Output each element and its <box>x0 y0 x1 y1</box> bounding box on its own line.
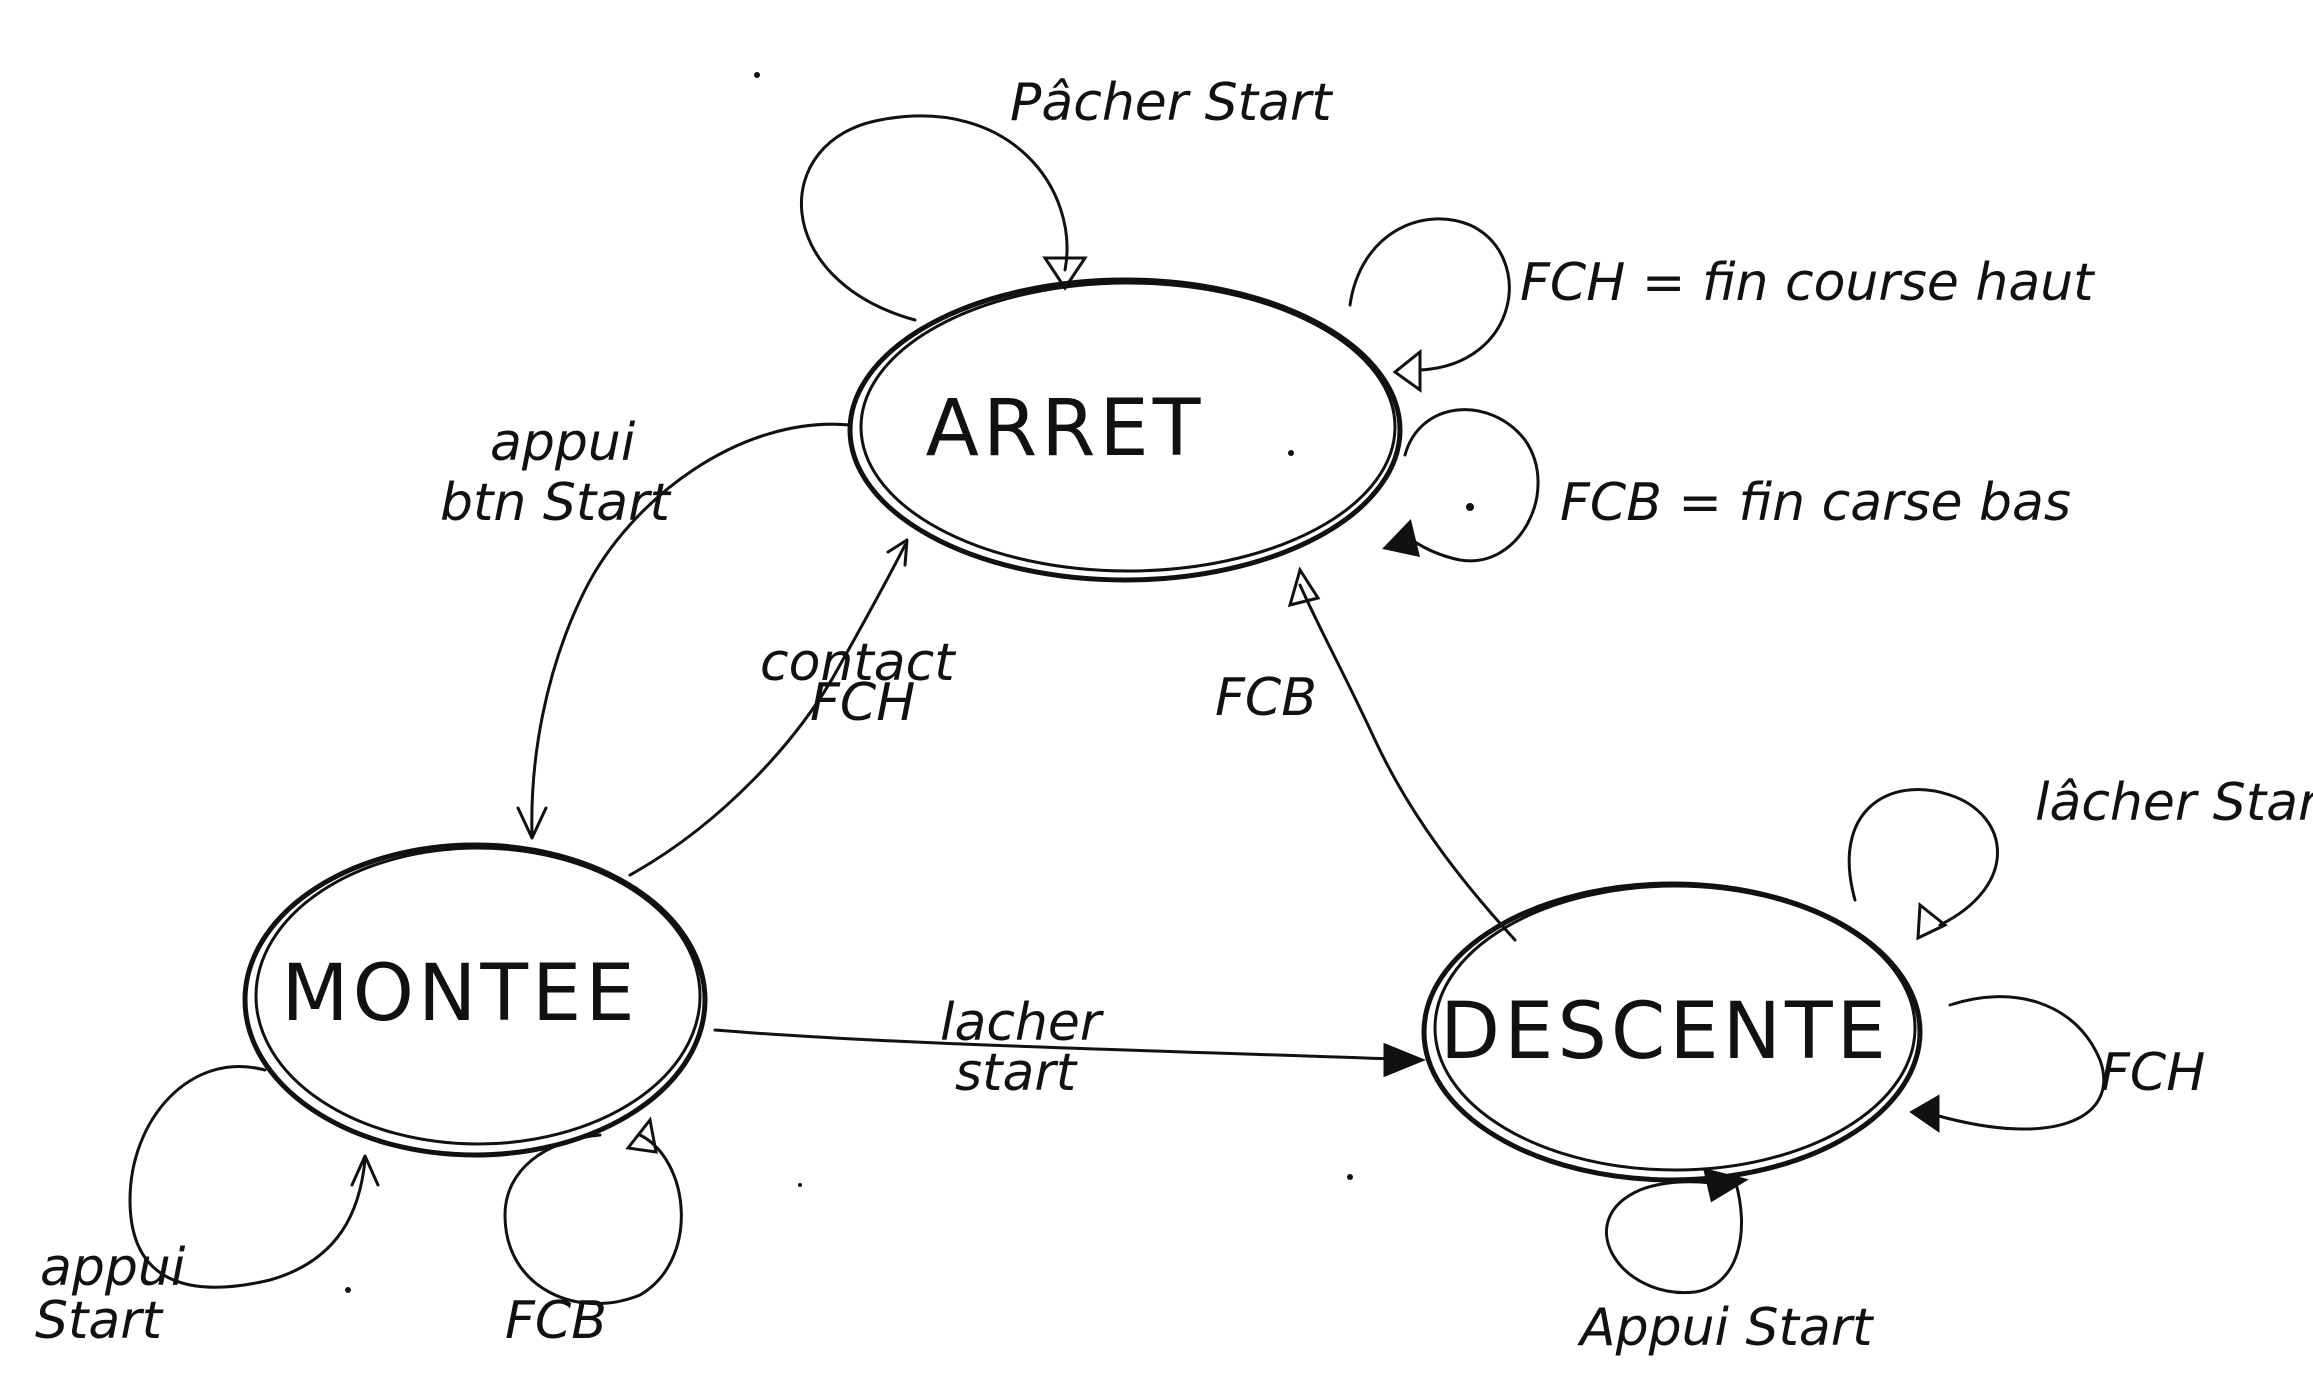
descente-self-loop-fch: FCH <box>1909 995 2205 1133</box>
montee-self-loop-fcb-curve <box>503 1133 683 1305</box>
pen-specks <box>345 72 1474 1293</box>
montee-self-loop-left: appui Start <box>35 1065 380 1351</box>
state-montee-outline <box>242 842 708 1158</box>
arret-self-loop-fcb: FCB = fin carse bas <box>1382 408 2071 563</box>
arret-self-loop-top-curve <box>799 114 1069 322</box>
speck <box>345 1287 351 1293</box>
edge-montee-to-descente-curve <box>713 1028 1422 1062</box>
edge-montee-to-descente: lacher start <box>713 993 1426 1103</box>
state-descente-outline <box>1421 881 1923 1183</box>
edge-arret-to-montee-label-1: appui <box>490 413 636 473</box>
state-montee-label: MONTEE <box>281 949 638 1039</box>
edge-montee-to-arret-arrowhead <box>886 538 909 567</box>
montee-self-loop-left-label-2: Start <box>35 1291 164 1351</box>
descente-self-loop-fch-label: FCH <box>2100 1043 2205 1103</box>
arret-self-loop-fch-label: FCH = fin course haut <box>1520 253 2095 313</box>
state-arret-label: ARRET <box>926 384 1205 474</box>
edge-montee-to-descente-label-1: lacher <box>940 993 1105 1053</box>
state-montee-outline-2 <box>254 846 702 1146</box>
montee-self-loop-left-curve <box>128 1065 367 1289</box>
edge-arret-to-montee-curve <box>530 422 852 837</box>
speck <box>798 1183 802 1187</box>
arret-self-loop-top-label: Pâcher Start <box>1010 73 1333 133</box>
edge-arret-to-montee-label-2: btn Start <box>440 473 672 533</box>
speck <box>754 72 760 78</box>
state-descente-label: DESCENTE <box>1440 987 1890 1077</box>
descente-self-loop-bottom-label: Appui Start <box>1577 1298 1874 1358</box>
arret-self-loop-fcb-curve <box>1403 408 1540 563</box>
arret-self-loop-fcb-label: FCB = fin carse bas <box>1560 473 2071 533</box>
edge-descente-to-arret: FCB <box>1215 566 1517 942</box>
state-montee: MONTEE <box>242 842 708 1158</box>
descente-self-loop-bottom: Appui Start <box>1577 1167 1874 1358</box>
descente-self-loop-top-arrowhead <box>1916 902 1948 941</box>
descente-self-loop-top: lâcher Start <box>1847 773 2313 941</box>
edge-montee-to-arret-label-2: FCH <box>810 673 915 733</box>
state-arret: ARRET <box>847 277 1403 583</box>
edge-montee-to-descente-arrowhead <box>1383 1042 1426 1078</box>
arret-self-loop-fcb-arrowhead <box>1382 518 1421 557</box>
descente-self-loop-fch-curve <box>1933 995 2106 1131</box>
descente-self-loop-bottom-arrowhead <box>1702 1167 1749 1203</box>
montee-self-loop-fcb: FCB <box>503 1116 683 1351</box>
edge-montee-to-arret-curve <box>628 543 907 877</box>
edge-descente-to-arret-label: FCB <box>1215 668 1317 728</box>
state-arret-outline <box>847 277 1403 583</box>
descente-self-loop-top-curve <box>1847 788 1999 927</box>
montee-self-loop-left-arrowhead <box>350 1154 380 1187</box>
state-descente-outline-2 <box>1433 884 1917 1172</box>
arret-self-loop-top: Pâcher Start <box>799 73 1333 322</box>
edge-arret-to-montee-arrowhead <box>516 806 548 840</box>
speck <box>1288 450 1294 456</box>
arret-self-loop-fch-curve <box>1348 217 1511 372</box>
descente-self-loop-bottom-curve <box>1605 1178 1743 1295</box>
edge-descente-to-arret-curve <box>1298 583 1517 942</box>
speck <box>1347 1174 1353 1180</box>
arret-self-loop-top-arrowhead <box>1042 256 1088 291</box>
edge-descente-to-arret-arrowhead <box>1287 566 1321 608</box>
descente-self-loop-top-label: lâcher Start <box>2035 773 2313 833</box>
arret-self-loop-fch-arrowhead <box>1392 348 1422 393</box>
montee-self-loop-fcb-arrowhead <box>625 1116 658 1154</box>
edge-arret-to-montee: appui btn Start <box>440 413 852 840</box>
arret-self-loop-fch: FCH = fin course haut <box>1348 217 2095 393</box>
edge-montee-to-descente-label-2: start <box>955 1043 1078 1103</box>
montee-self-loop-left-label-1: appui <box>40 1238 186 1298</box>
edge-montee-to-arret-label-1: contact <box>760 633 956 693</box>
montee-self-loop-fcb-label: FCB <box>505 1291 607 1351</box>
state-arret-outline-2 <box>859 281 1397 573</box>
speck <box>1466 503 1474 511</box>
edge-montee-to-arret: contact FCH <box>628 538 956 877</box>
state-descente: DESCENTE <box>1421 881 1923 1183</box>
descente-self-loop-fch-arrowhead <box>1909 1094 1940 1133</box>
